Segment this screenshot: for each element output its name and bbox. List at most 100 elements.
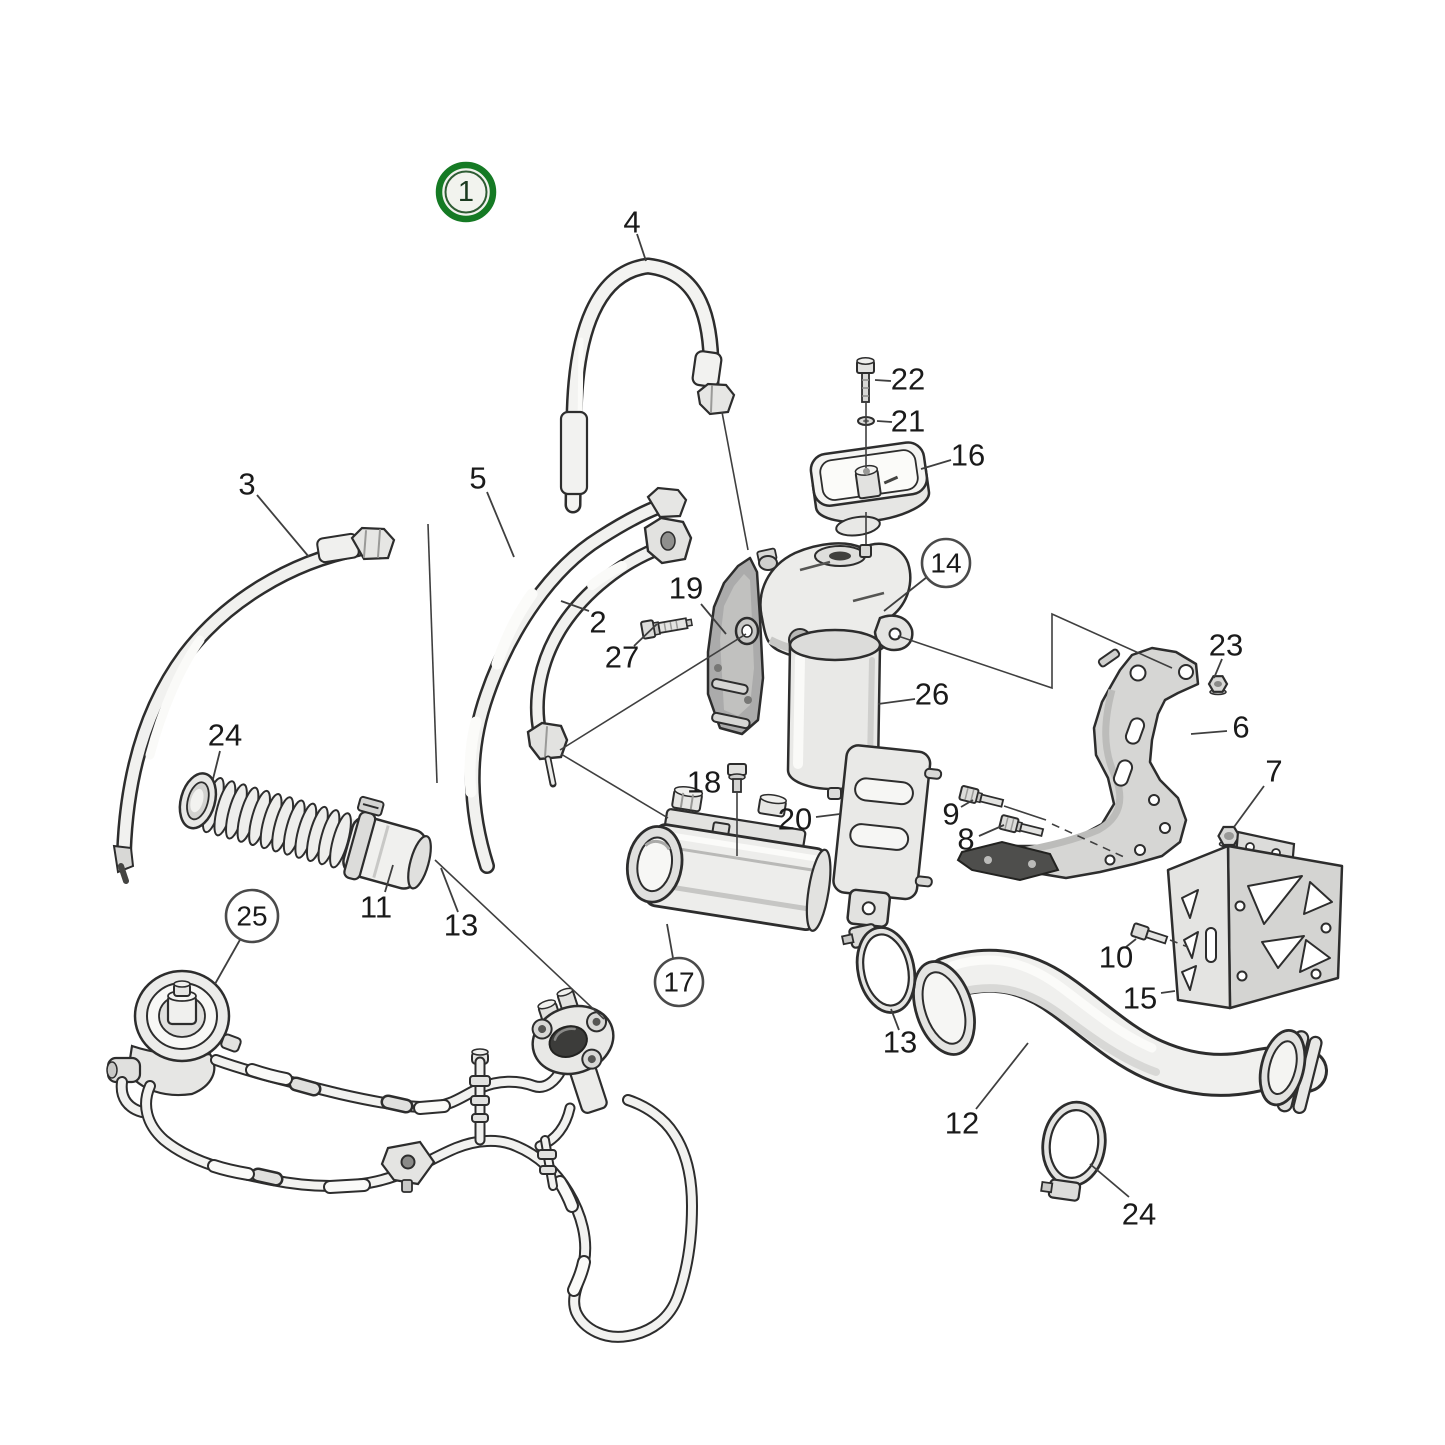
construction-line [427,523,438,784]
callout-17[interactable]: 17 [653,923,705,1008]
callout-label: 3 [238,467,255,502]
callout-leader-line [1190,730,1228,735]
callout-13b: 13 [883,1008,917,1060]
callout-label: 1 [458,176,474,208]
part-hose-12 [912,948,1328,1115]
part-clamp-13-bottom [840,923,917,1014]
construction-line [1169,939,1189,948]
part-bolt-10 [1130,922,1169,945]
callout-circle[interactable] [920,537,972,589]
callout-leader-line [874,379,892,382]
part-hose-2 [526,516,693,788]
callout-leader-line [666,923,674,959]
part-damper-20 [832,744,943,928]
part-reservoir-16 [809,441,931,537]
part-reservoir-nipple [859,544,872,558]
part-hose-4 [559,257,736,514]
callout-leader-line [883,576,928,612]
callout-label: 15 [1123,981,1157,1016]
callout-8: 8 [957,822,1005,857]
callout-13a: 13 [440,867,478,943]
callout-22: 22 [874,362,925,397]
callout-2: 2 [560,600,607,640]
part-bolt-27 [640,617,693,640]
part-clamp-13-top [343,795,385,881]
callout-label: 13 [883,1025,917,1060]
part-bracket-19 [706,556,765,736]
callout-26: 26 [877,677,949,712]
callout-label: 6 [1232,710,1249,745]
part-bolt-9 [958,785,1005,808]
callout-label: 14 [930,548,961,579]
callout-10: 10 [1099,938,1137,975]
callout-label: 26 [915,677,949,712]
callout-label: 2 [589,605,606,640]
callout-15: 15 [1123,981,1176,1016]
assembly-badge-circle[interactable] [435,161,497,223]
callout-leader-line [978,824,1005,837]
callout-20: 20 [778,802,841,837]
construction-line [434,859,605,1020]
callout-leader-line [1213,658,1223,679]
callout-14[interactable]: 14 [883,537,972,612]
part-line-clamp [380,1140,436,1193]
part-tee-fitting [469,1048,558,1191]
callout-4: 4 [623,205,647,262]
part-sender-unit [531,987,615,1114]
callout-19: 19 [669,571,727,635]
callout-label: 20 [778,802,812,837]
callout-5: 5 [469,461,515,558]
callout-circle[interactable] [224,888,280,944]
part-regulator-unit [106,969,242,1118]
callout-leader-line [815,813,841,818]
construction-line [559,633,747,751]
callout-24a: 24 [208,718,242,780]
callout-24b: 24 [1089,1163,1156,1232]
callout-leader-line [633,623,658,647]
callout-leader-line [560,600,590,612]
callout-leader-line [214,937,242,985]
callout-label: 24 [1122,1197,1156,1232]
callout-leader-line [920,459,952,470]
callout-leader-line [212,750,221,780]
part-bolt-22 [856,357,875,403]
callout-11: 11 [360,864,394,925]
callout-leader-line [960,799,974,808]
part-corrugated-hose-24 [178,772,432,890]
callout-label: 23 [1209,628,1243,663]
callout-6: 6 [1190,710,1250,745]
assembly-badge-inner-ring [444,170,488,214]
callout-label: 10 [1099,940,1133,975]
callout-circle[interactable] [653,956,705,1008]
callout-label: 7 [1265,754,1282,789]
part-nut-7 [1217,825,1241,848]
construction-lines [427,403,1189,1020]
callout-3: 3 [238,467,310,558]
callout-leader-line [1089,1163,1130,1198]
callout-12: 12 [945,1042,1029,1141]
callout-label: 18 [687,765,721,800]
part-hose-5 [464,486,688,874]
construction-line [721,411,749,551]
callout-16: 16 [920,438,985,473]
part-fuel-lines-25 [106,969,699,1343]
construction-line [897,612,1173,690]
callout-label: 17 [663,967,694,998]
callout-25[interactable]: 25 [214,888,280,985]
callout-label: 22 [891,362,925,397]
callout-label: 19 [669,571,703,606]
callout-label: 5 [469,461,486,496]
part-bolt-8 [998,814,1045,838]
callout-leader-line [440,867,459,913]
callout-label: 27 [605,640,639,675]
callout-label: 21 [891,404,925,439]
callout-1[interactable]: 1 [435,161,497,223]
construction-line [1003,805,1047,821]
callout-label: 25 [236,901,267,932]
callout-leader-line [890,1008,900,1031]
callout-7: 7 [1233,754,1283,828]
callout-leader-line [384,864,394,893]
callout-label: 9 [942,797,959,832]
part-nut-23 [1207,675,1229,696]
